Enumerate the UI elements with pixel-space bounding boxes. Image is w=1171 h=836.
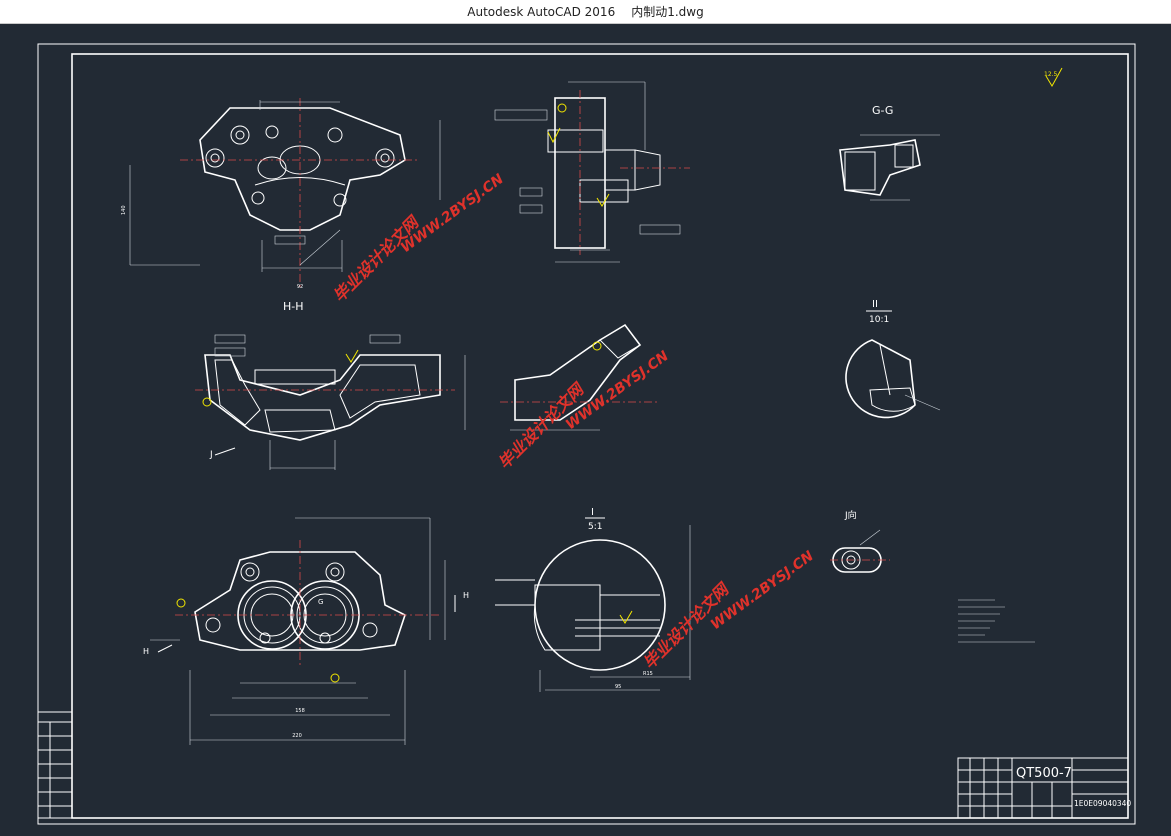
view-detail-ii xyxy=(845,339,941,419)
view-side-section xyxy=(494,81,690,263)
view-angled-section xyxy=(500,323,660,431)
dim-overall-bottom: 220 xyxy=(292,733,302,739)
section-mark-h-top: H xyxy=(463,591,469,600)
drawing-canvas[interactable]: QT500-7 1E0E09040340 12.5 92 140 xyxy=(0,24,1171,832)
section-mark-g: G xyxy=(318,598,323,606)
drawing-number: 1E0E09040340 xyxy=(1074,799,1131,808)
technical-notes xyxy=(958,599,1035,643)
dim-height-top: 140 xyxy=(121,205,127,215)
view-label-j: J xyxy=(209,450,213,460)
view-front-bottom xyxy=(150,517,456,745)
material-label: QT500-7 xyxy=(1016,766,1072,781)
section-label-hh: H-H xyxy=(283,300,304,313)
window-title-bar: Autodesk AutoCAD 2016 内制动1.dwg xyxy=(0,0,1171,24)
view-j xyxy=(830,529,890,573)
inner-border xyxy=(71,53,1129,819)
detail-scale-i: 5:1 xyxy=(588,522,602,532)
view-front-top-left xyxy=(129,98,441,290)
outer-border xyxy=(37,43,1136,825)
detail-label-i: I xyxy=(591,507,594,518)
roughness-symbol: 12.5 xyxy=(1044,67,1063,87)
detail-label-ii: II xyxy=(872,299,878,310)
svg-text:12.5: 12.5 xyxy=(1044,71,1058,78)
app-title: Autodesk AutoCAD 2016 xyxy=(467,4,616,19)
dim-mid-bottom: 158 xyxy=(295,708,305,714)
file-name: 内制动1.dwg xyxy=(631,5,704,19)
watermark-cn-1: 毕业设计论文网 xyxy=(329,211,424,306)
section-label-gg: G-G xyxy=(872,104,893,117)
detail-scale-ii: 10:1 xyxy=(869,315,889,325)
title-block xyxy=(957,757,1129,819)
view-section-gg xyxy=(839,134,940,201)
view-label-j-direction: J向 xyxy=(844,509,857,521)
dim-detail-i: 95 xyxy=(615,684,621,690)
view-section-hh xyxy=(195,334,466,470)
section-mark-h-bottom: H xyxy=(143,647,149,656)
watermark-url-1: WWW.2BYSJ.CN xyxy=(398,171,507,256)
view-detail-i xyxy=(495,525,691,692)
dim-width-top: 92 xyxy=(297,284,303,290)
revision-table xyxy=(37,711,73,819)
dim-detail-radius: R15 xyxy=(643,671,653,677)
